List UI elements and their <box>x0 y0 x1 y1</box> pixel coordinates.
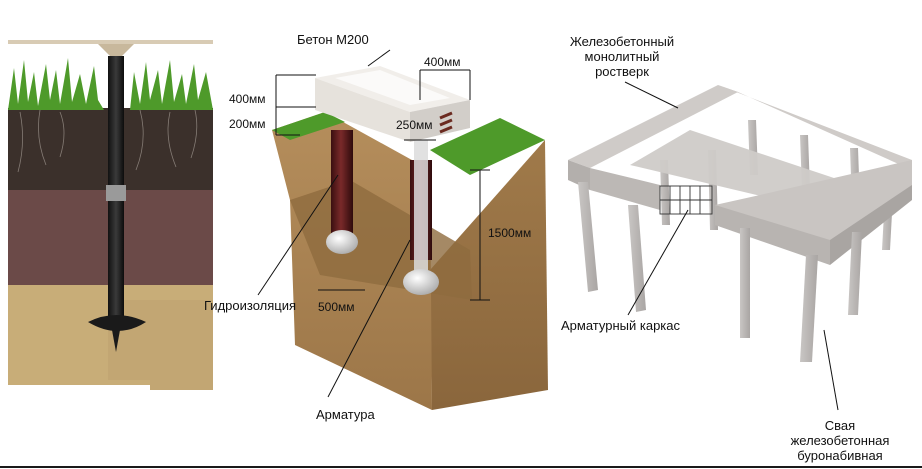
label-grillage-line2: монолитный <box>584 49 660 64</box>
grass-top-left <box>272 112 345 140</box>
beam-left-bottom <box>590 168 660 210</box>
pile-left <box>331 130 353 235</box>
label-waterproofing: Гидроизоляция <box>204 298 297 313</box>
label-dim-250: 250мм <box>396 118 433 132</box>
pile-right-rebar <box>414 140 428 270</box>
beam-top-left <box>568 85 738 168</box>
pile-right-bulb <box>403 269 439 295</box>
label-grillage-line1: Железобетонный <box>569 34 675 49</box>
helix-blade <box>88 315 146 331</box>
label-pile-line1: Свая <box>824 418 856 433</box>
grillage-front <box>315 78 410 142</box>
label-pile-line2: железобетонная <box>790 433 890 448</box>
grass <box>8 58 213 110</box>
grillage-frame <box>568 81 912 411</box>
grass-top-right <box>430 118 545 175</box>
bottom-divider <box>0 466 922 468</box>
beam-right-front <box>715 205 830 265</box>
label-dim-1500: 1500мм <box>488 226 532 240</box>
dimension-lines <box>257 49 490 398</box>
screw-pile-soil-block <box>8 40 213 390</box>
pile-head-plate <box>8 40 213 44</box>
grillage-side <box>410 100 470 142</box>
front-columns <box>578 182 862 362</box>
rebar-stubs <box>439 111 453 134</box>
pile-left-bulb <box>326 230 358 254</box>
label-dim-500: 500мм <box>318 300 355 314</box>
label-dim-400-left: 400мм <box>229 92 266 106</box>
label-grillage: Железобетонный монолитный ростверк <box>560 34 684 79</box>
label-pile-line3: буронабивная <box>797 448 883 463</box>
label-dim-400-top: 400мм <box>424 55 461 69</box>
grillage-inner <box>335 70 450 105</box>
label-rebar: Арматура <box>316 407 375 422</box>
shaft-joint <box>106 185 126 201</box>
label-bored-pile: Свая железобетонная буронабивная <box>776 418 904 463</box>
label-grillage-line3: ростверк <box>595 64 649 79</box>
label-concrete-grade: Бетон М200 <box>297 32 369 47</box>
label-rebar-cage: Арматурный каркас <box>561 318 680 333</box>
earth-side-face <box>430 140 548 410</box>
bored-pile-section <box>257 49 548 410</box>
label-dim-200: 200мм <box>229 117 266 131</box>
beam-right-side <box>830 185 912 265</box>
